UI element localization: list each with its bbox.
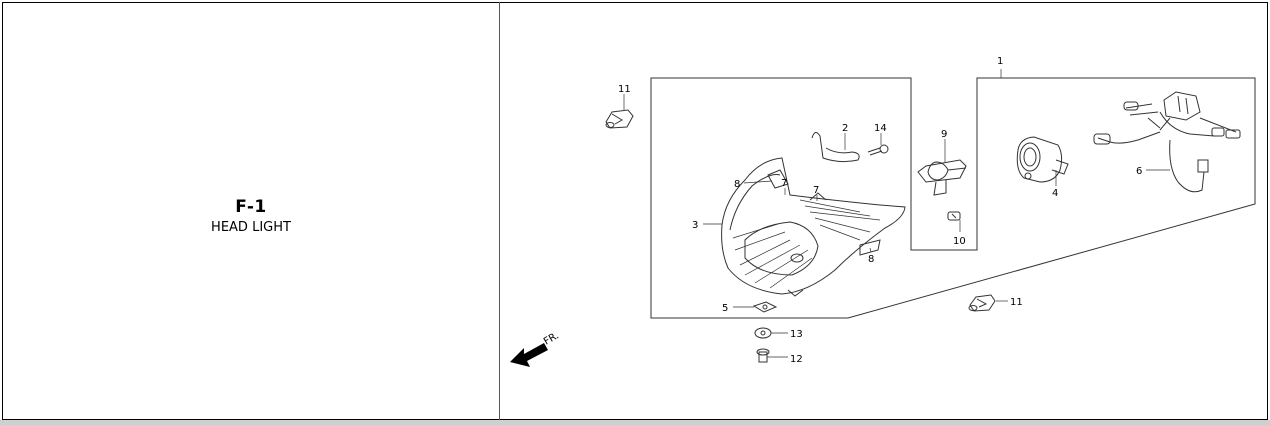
h4-bulb-icon xyxy=(917,159,967,196)
callout-6: 6 xyxy=(1136,166,1142,177)
spring-wire-icon xyxy=(811,132,860,163)
callout-3: 3 xyxy=(692,220,698,231)
callout-1: 1 xyxy=(997,56,1003,67)
bottom-rule xyxy=(0,420,1270,425)
clip-icon xyxy=(605,109,634,129)
callout-11a: 11 xyxy=(618,84,631,95)
callout-4: 4 xyxy=(1052,188,1058,199)
bolt-icon xyxy=(756,348,770,363)
parts-diagram: FR. xyxy=(501,3,1267,419)
position-bulb-icon xyxy=(947,211,961,221)
clip-icon xyxy=(968,294,996,312)
callout-13: 13 xyxy=(790,329,803,340)
assembly-outline xyxy=(650,77,1256,319)
callout-11b: 11 xyxy=(1010,297,1023,308)
callout-10: 10 xyxy=(953,236,966,247)
callout-12: 12 xyxy=(790,354,803,365)
diagram-name: HEAD LIGHT xyxy=(211,220,291,235)
washer-icon xyxy=(754,327,772,339)
headlight-housing-icon xyxy=(721,157,906,297)
title-panel: F-1 HEAD LIGHT xyxy=(3,3,499,419)
arrow-down-left-icon xyxy=(510,343,548,367)
callout-14: 14 xyxy=(874,123,887,134)
callout-7b: 7 xyxy=(813,185,819,196)
callout-9: 9 xyxy=(941,129,947,140)
clip-nut-icon xyxy=(752,301,778,313)
leader-8b xyxy=(869,247,872,253)
wire-harness-icon xyxy=(1093,91,1241,193)
screw-icon xyxy=(867,144,889,156)
diagram-code: F-1 xyxy=(235,197,267,217)
panel-divider xyxy=(499,2,500,420)
callout-7a: 7 xyxy=(781,178,787,189)
bulb-socket-icon xyxy=(1016,136,1069,183)
callout-2: 2 xyxy=(842,123,848,134)
callout-8a: 8 xyxy=(734,179,740,190)
callout-5: 5 xyxy=(722,303,728,314)
leader-8a xyxy=(743,180,773,184)
callout-8b: 8 xyxy=(868,254,874,265)
